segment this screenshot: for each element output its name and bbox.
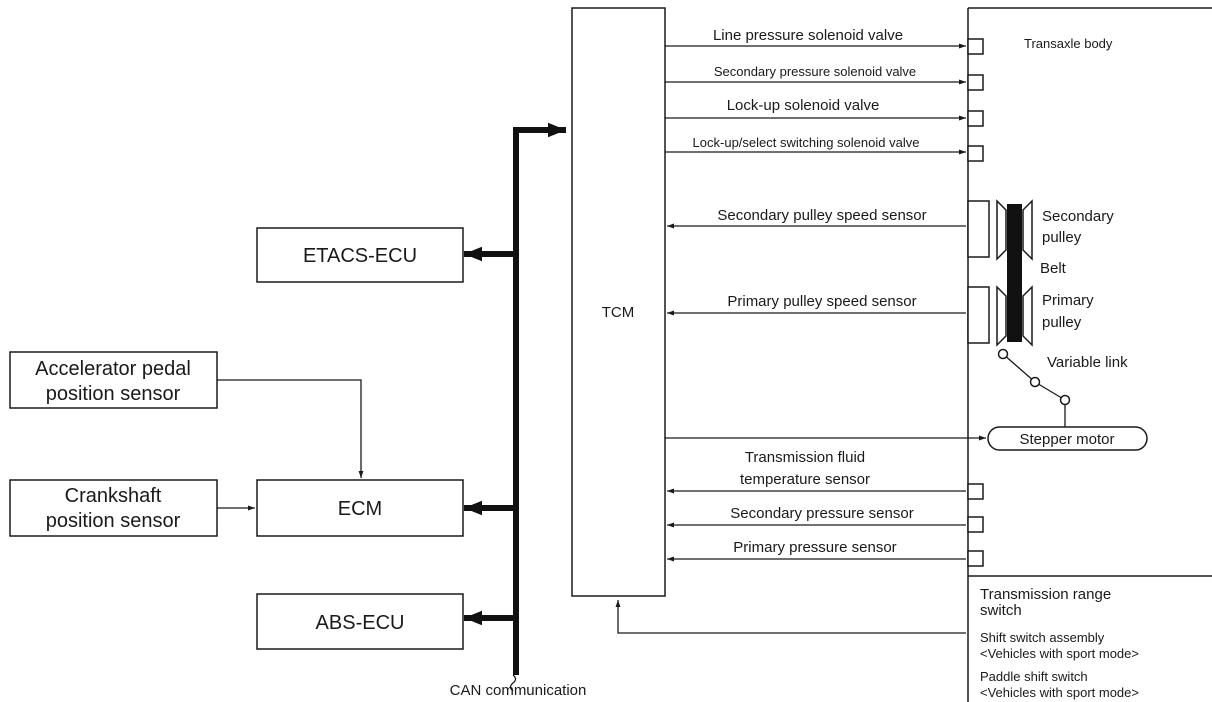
speed-sensors: Secondary pulley speed sensor Primary pu…	[667, 200, 990, 344]
primary-pulley-label-line2: pulley	[1042, 314, 1082, 331]
variable-link-label: Variable link	[1047, 354, 1128, 371]
shift-switch-line2: <Vehicles with sport mode>	[980, 646, 1139, 661]
tcm-label: TCM	[602, 304, 635, 321]
secondary-pulley-speed-label: Secondary pulley speed sensor	[717, 207, 926, 224]
fluid-temp-label-line2: temperature sensor	[740, 471, 870, 488]
secondary-pressure-sensor-port	[967, 516, 984, 533]
stepper-motor: Stepper motor	[665, 426, 1148, 451]
belt	[1007, 204, 1022, 342]
secondary-pulley-speed-sensor	[967, 200, 990, 258]
accelerator-label-line2: position sensor	[46, 383, 181, 405]
pressure-temp-sensors: Transmission fluid temperature sensor Se…	[667, 449, 984, 567]
primary-pressure-sensor-port	[967, 550, 984, 567]
switch-inputs: Transmission range switch Shift switch a…	[615, 586, 1139, 700]
lockup-select-solenoid-label: Lock-up/select switching solenoid valve	[693, 135, 920, 150]
line-pressure-solenoid-port	[967, 38, 984, 55]
range-switch-line2: switch	[980, 602, 1022, 619]
etacs-ecu-label: ETACS-ECU	[303, 245, 417, 267]
primary-pressure-sensor-label: Primary pressure sensor	[733, 539, 896, 556]
paddle-switch-line1: Paddle shift switch	[980, 669, 1088, 684]
shift-switch-line1: Shift switch assembly	[980, 630, 1105, 645]
transaxle-body-label: Transaxle body	[1024, 36, 1113, 51]
fluid-temp-sensor-port	[967, 483, 984, 500]
crankshaft-label-line2: position sensor	[46, 510, 181, 532]
can-communication-label: CAN communication	[450, 682, 587, 699]
accelerator-to-ecm-line	[217, 379, 364, 478]
belt-label: Belt	[1040, 260, 1067, 277]
secondary-pressure-sensor-label: Secondary pressure sensor	[730, 505, 913, 522]
secondary-pulley-label-line1: Secondary	[1042, 208, 1114, 225]
ecm-box: ECM	[256, 479, 464, 537]
solenoid-outputs: Line pressure solenoid valve Secondary p…	[665, 27, 984, 162]
stepper-motor-label: Stepper motor	[1019, 431, 1114, 448]
abs-ecu-box: ABS-ECU	[256, 593, 464, 650]
abs-ecu-label: ABS-ECU	[316, 612, 405, 634]
tcm-block: TCM	[571, 7, 666, 597]
paddle-switch-line2: <Vehicles with sport mode>	[980, 685, 1139, 700]
secondary-pulley-label-line2: pulley	[1042, 229, 1082, 246]
line-pressure-solenoid-label: Line pressure solenoid valve	[713, 27, 903, 44]
primary-pulley-speed-sensor	[967, 286, 990, 344]
lockup-solenoid-port	[967, 110, 984, 127]
etacs-ecu-box: ETACS-ECU	[256, 227, 464, 283]
crankshaft-sensor-box: Crankshaft position sensor	[9, 479, 218, 537]
can-bus: CAN communication	[450, 122, 587, 699]
lockup-select-solenoid-port	[967, 145, 984, 162]
primary-pulley-speed-label: Primary pulley speed sensor	[727, 293, 916, 310]
ecm-label: ECM	[338, 498, 382, 520]
switches-to-tcm-line	[615, 600, 966, 634]
lockup-solenoid-label: Lock-up solenoid valve	[727, 97, 880, 114]
variable-link: Variable link	[997, 348, 1128, 428]
secondary-pressure-solenoid-label: Secondary pressure solenoid valve	[714, 64, 916, 79]
primary-pulley-label-line1: Primary	[1042, 292, 1094, 309]
accelerator-pedal-sensor-box: Accelerator pedal position sensor	[9, 351, 218, 409]
pulley-assembly: Secondary pulley Belt Primary pulley	[996, 199, 1114, 347]
range-switch-line1: Transmission range	[980, 586, 1111, 603]
fluid-temp-label-line1: Transmission fluid	[745, 449, 865, 466]
crankshaft-label-line1: Crankshaft	[65, 485, 162, 507]
secondary-pressure-solenoid-port	[967, 74, 984, 91]
accelerator-label-line1: Accelerator pedal	[35, 358, 191, 380]
